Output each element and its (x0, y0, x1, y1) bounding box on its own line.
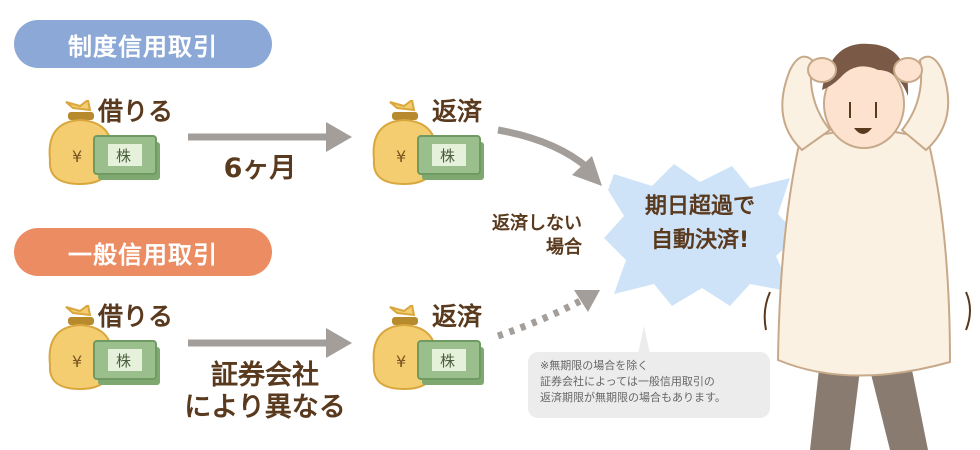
auto-settlement-burst: 期日超過で 自動決済! (600, 160, 800, 310)
term-label-general: 証券会社 により異なる (170, 360, 360, 424)
note-line: 証券会社によっては一般信用取引の (540, 375, 715, 388)
general-trading-title: 一般信用取引 (14, 228, 272, 276)
panicking-person-illustration (760, 30, 980, 450)
arrow-repay-to-burst-margin (497, 126, 591, 171)
repay-label-margin: 返済 (432, 97, 483, 126)
stock-icon: 株 (116, 147, 131, 165)
arrowhead (326, 122, 352, 152)
svg-text:¥: ¥ (396, 352, 406, 371)
arrowhead (326, 328, 352, 358)
borrow-label-general: 借りる (98, 302, 174, 331)
svg-text:株: 株 (440, 352, 455, 370)
burst-line: 自動決済! (650, 228, 750, 253)
footnote-box: ※無期限の場合を除く 証券会社によっては一般信用取引の 返済期限が無期限の場合も… (528, 352, 770, 418)
term-line: により異なる (184, 392, 346, 423)
term-line: 証券会社 (211, 360, 319, 391)
burst-line: 期日超過で (644, 194, 755, 219)
no-repay-line: 返済しない (492, 213, 582, 234)
money-icon-repay-margin: ¥ 株 (362, 100, 492, 190)
svg-text:¥: ¥ (72, 352, 82, 371)
repay-label-general: 返済 (432, 302, 483, 331)
arrow-repay-to-burst-general-dotted (496, 296, 584, 340)
margin-trading-title: 制度信用取引 (14, 20, 272, 68)
arrowhead (572, 156, 602, 186)
note-line: 返済期限が無期限の場合もあります。 (540, 391, 726, 404)
svg-text:株: 株 (440, 147, 455, 165)
borrow-label-margin: 借りる (98, 97, 174, 126)
note-tail (638, 326, 650, 354)
term-label-margin: 6ヶ月 (223, 153, 297, 184)
money-icon-borrow-margin: ¥ 株 (38, 100, 168, 190)
yen-icon: ¥ (72, 147, 82, 166)
note-line: ※無期限の場合を除く (540, 359, 649, 372)
no-repay-label: 返済しない 場合 (470, 212, 582, 260)
no-repay-line: 場合 (546, 237, 582, 258)
arrowhead (574, 290, 600, 312)
money-icon-repay-general: ¥ 株 (362, 305, 492, 395)
svg-text:株: 株 (116, 352, 131, 370)
money-icon-borrow-general: ¥ 株 (38, 305, 168, 395)
svg-text:¥: ¥ (396, 147, 406, 166)
